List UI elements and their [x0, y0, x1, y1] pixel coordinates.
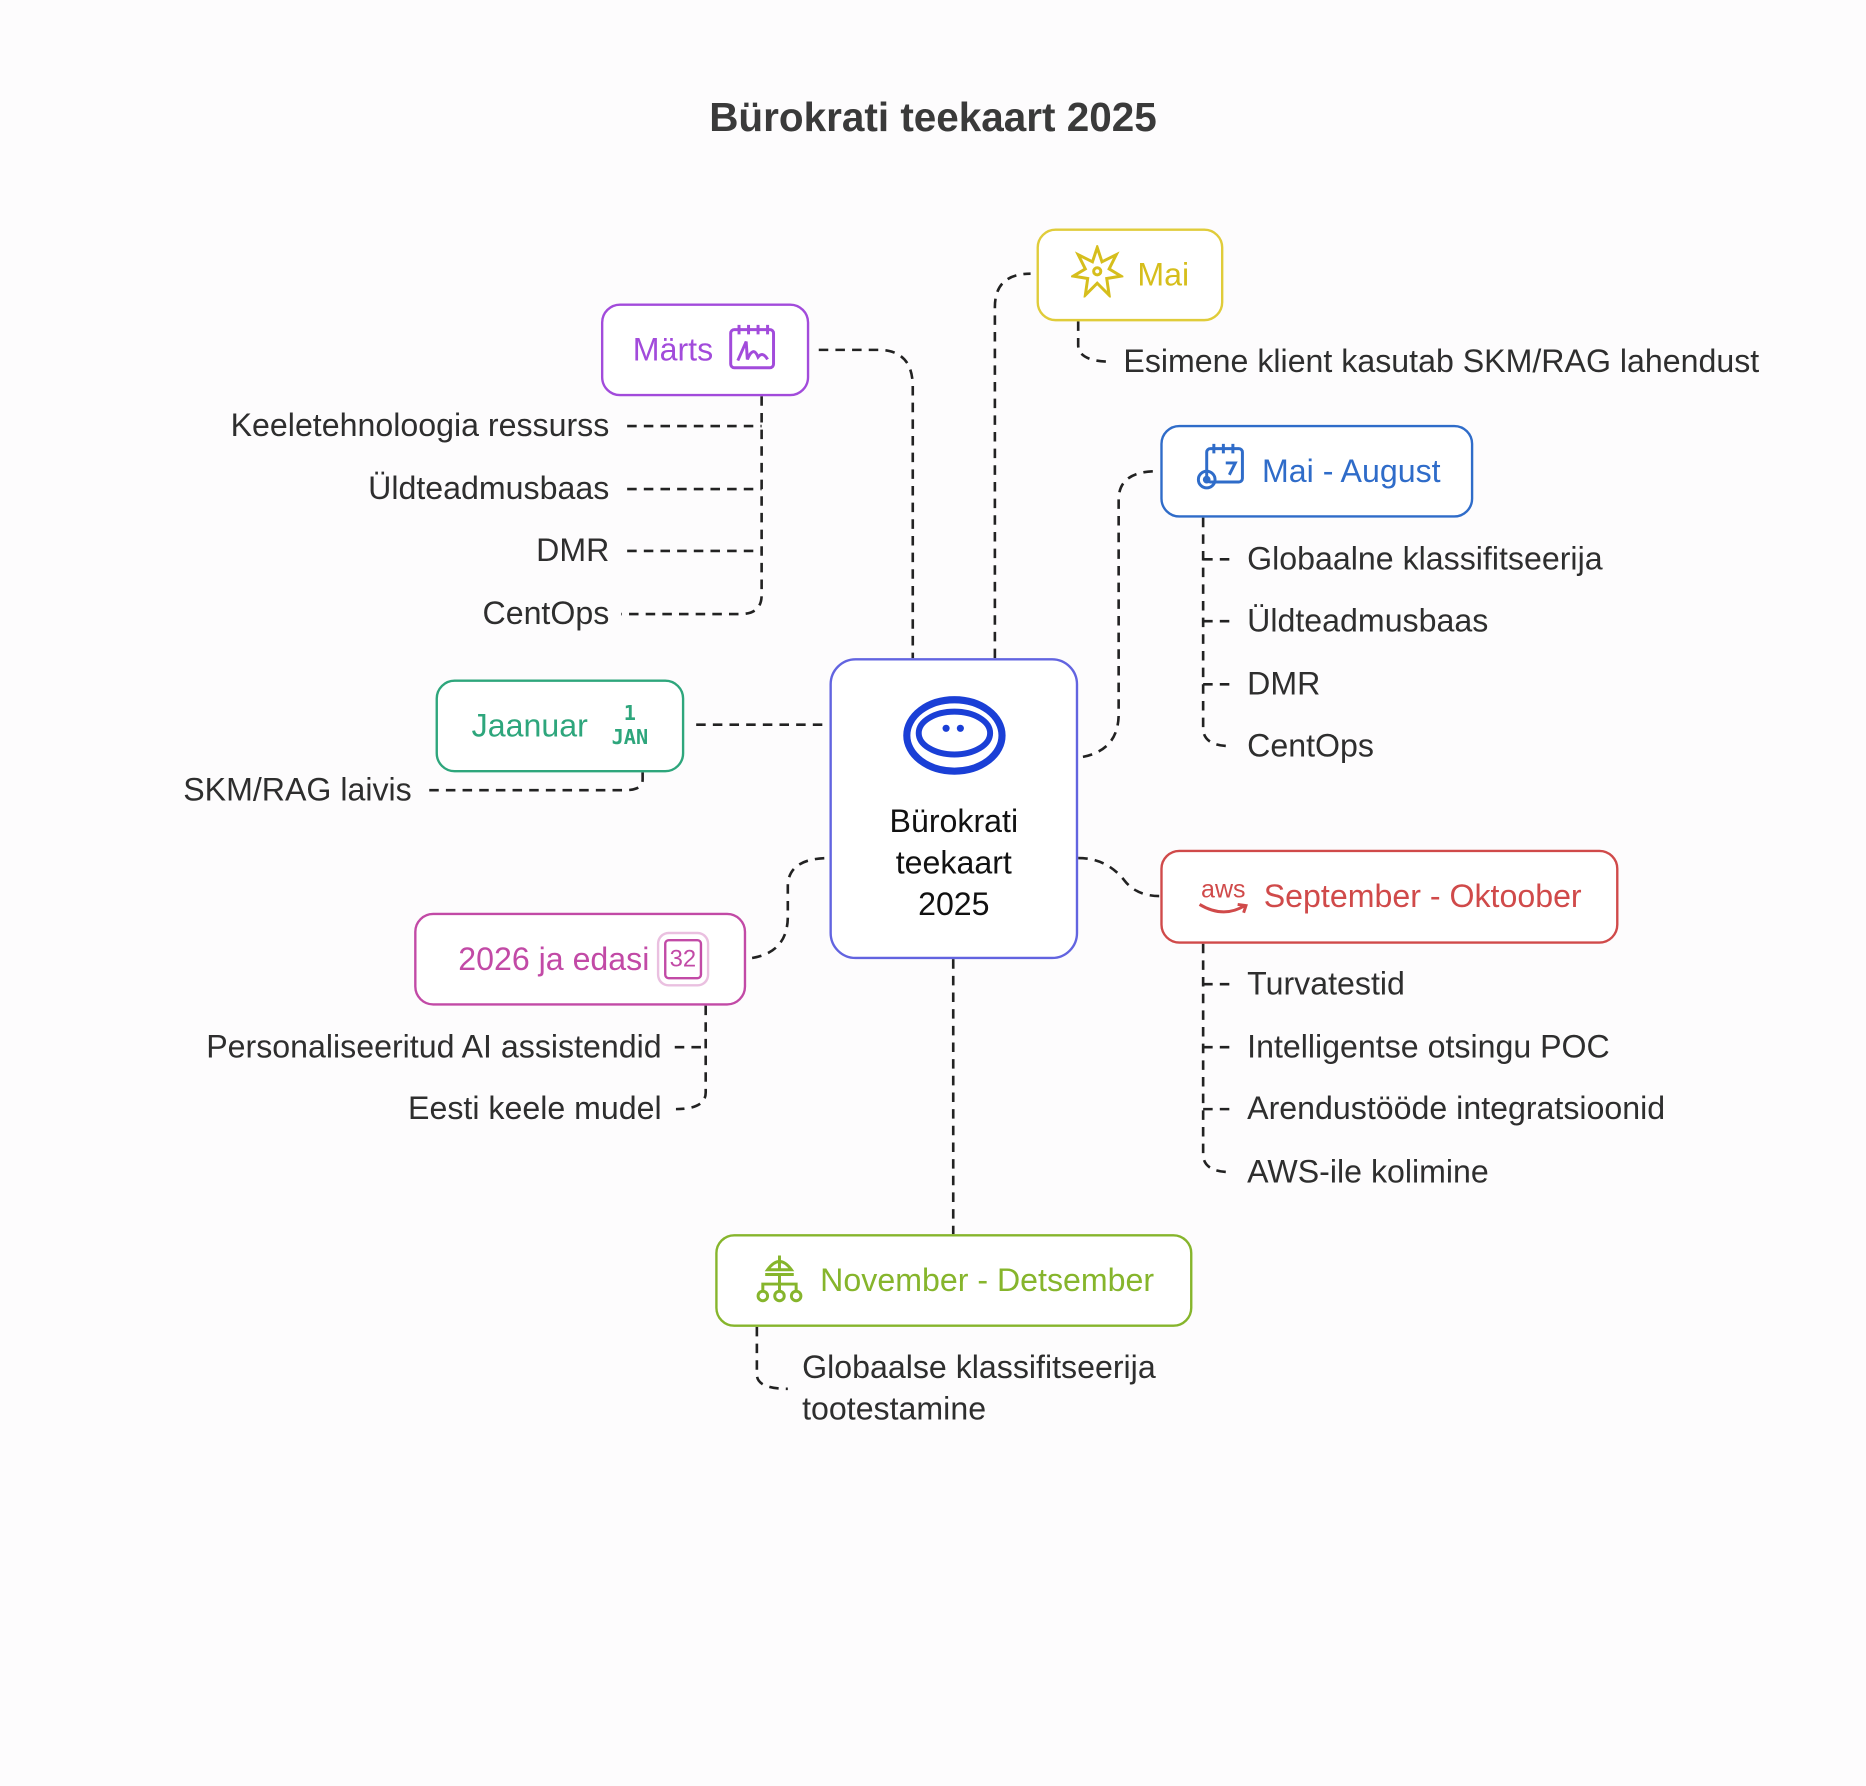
marts-item: DMR: [536, 532, 610, 569]
page-title: Bürokrati teekaart 2025: [709, 95, 1157, 141]
nov-dets-item: Globaalse klassifitseerija tootestamine: [802, 1349, 1156, 1427]
mai-item: Esimene klient kasutab SKM/RAG lahendust: [1123, 343, 1760, 380]
node-mai: Mai: [1036, 228, 1224, 322]
marts-item: Keeletehnoloogia ressurss: [230, 407, 610, 444]
icon-month: JAN: [611, 725, 649, 750]
aws-icon: aws: [1197, 875, 1249, 916]
center-line-3: 2025: [918, 885, 990, 922]
node-label: 2026 ja edasi: [458, 940, 650, 977]
star-burst-icon: [1068, 242, 1125, 306]
node-september-oktoober: aws September - Oktoober: [1160, 849, 1619, 944]
node-label: Jaanuar: [471, 707, 588, 744]
icon-day: 1: [623, 702, 636, 726]
sep-okt-item: Intelligentse otsingu POC: [1247, 1028, 1610, 1065]
sep-okt-item: Arendustööde integratsioonid: [1247, 1090, 1666, 1127]
center-line-2: teekaart: [895, 844, 1012, 881]
node-2026-ja-edasi: 2026 ja edasi 32: [414, 912, 747, 1006]
network-robot-icon: [754, 1250, 806, 1311]
mai-august-item: CentOps: [1247, 727, 1374, 764]
node-label: Märts: [632, 331, 714, 368]
center-line-1: Bürokrati: [889, 802, 1019, 839]
sep-okt-item: Turvatestid: [1247, 965, 1405, 1002]
marts-item: CentOps: [482, 595, 610, 632]
burokratt-logo-icon: [900, 692, 1007, 793]
node-mai-august: Mai - August: [1160, 424, 1474, 518]
calendar-gear-icon: [1193, 441, 1248, 502]
aws-text: aws: [1201, 875, 1246, 903]
chip-32-icon: 32: [663, 938, 703, 980]
node-marts: Märts: [600, 303, 810, 397]
node-label: November - Detsember: [820, 1262, 1155, 1298]
node-november-detsember: November - Detsember: [715, 1234, 1193, 1327]
calendar-1-jan-icon: 1 JAN: [612, 702, 649, 750]
jaanuar-item: SKM/RAG laivis: [183, 771, 412, 808]
mai-august-item: Globaalne klassifitseerija: [1247, 540, 1603, 577]
mai-august-item: DMR: [1247, 665, 1321, 702]
node-label: September - Oktoober: [1263, 878, 1582, 914]
sep-okt-item: AWS-ile kolimine: [1247, 1153, 1489, 1190]
marts-item: Üldteadmusbaas: [368, 470, 610, 507]
node-label: Mai - August: [1261, 452, 1441, 489]
mai-august-item: Üldteadmusbaas: [1247, 602, 1489, 639]
calendar-signature-icon: [727, 321, 777, 379]
edasi-item: Eesti keele mudel: [408, 1090, 662, 1127]
node-jaanuar: Jaanuar 1 JAN: [435, 679, 685, 773]
node-label: Mai: [1137, 256, 1190, 293]
edasi-item: Personaliseeritud AI assistendid: [206, 1028, 662, 1065]
center-node: Bürokrati teekaart 2025: [829, 658, 1079, 960]
